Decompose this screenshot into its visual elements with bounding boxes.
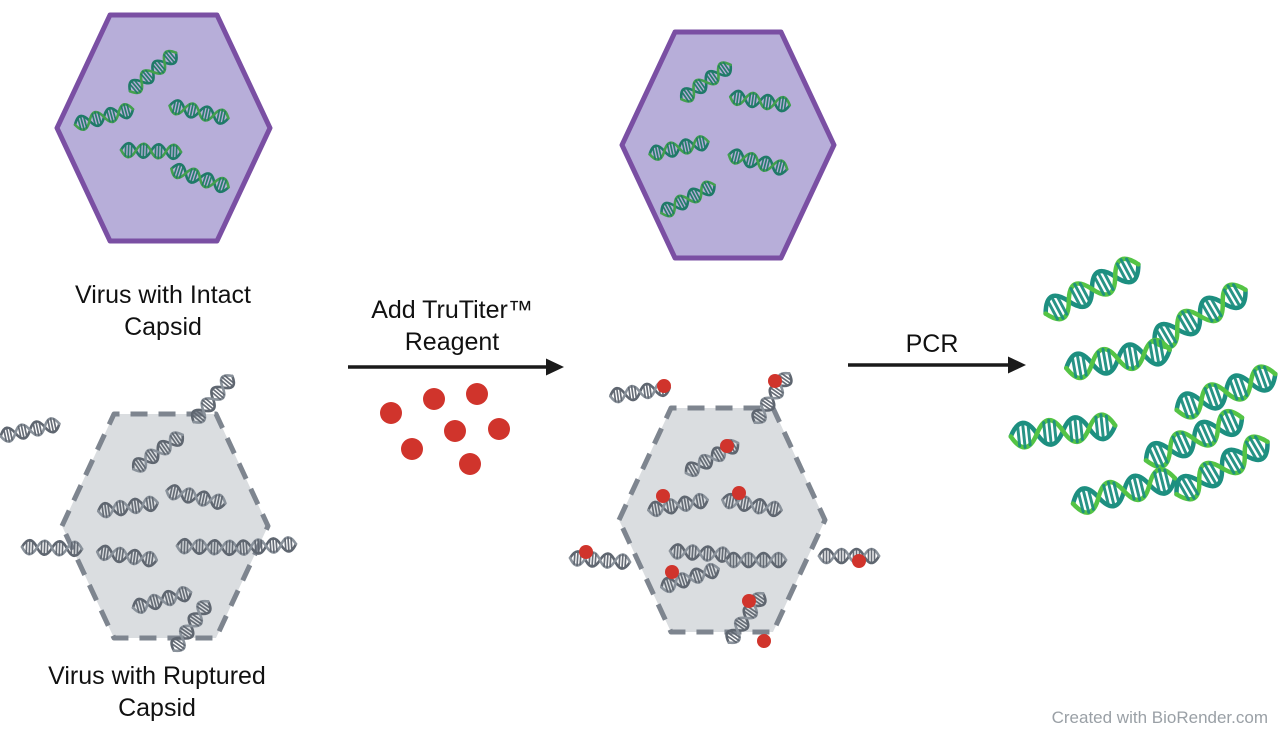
dna-helix-icon — [817, 547, 881, 565]
reagent-dot-icon — [444, 420, 466, 442]
reagent-dot-icon — [380, 402, 402, 424]
biorender-watermark: Created with BioRender.com — [1051, 708, 1268, 727]
intact-virus-group — [54, 12, 273, 244]
bound-reagent-dot-icon — [720, 439, 734, 453]
intact-virus-after-reagent-group — [619, 29, 837, 261]
reagent-dot-icon — [466, 383, 488, 405]
reagent-step-group — [348, 358, 564, 475]
reagent-dot-icon — [459, 453, 481, 475]
dna-helix-icon — [1040, 254, 1144, 325]
dna-helix-icon — [1010, 413, 1117, 448]
reagent-dot-icon — [423, 388, 445, 410]
intact-virus-label: Virus with Intact Capsid — [74, 281, 251, 341]
bound-reagent-dot-icon — [742, 594, 756, 608]
bound-reagent-dot-icon — [579, 545, 593, 559]
bound-reagent-dot-icon — [665, 565, 679, 579]
bound-reagent-dot-icon — [732, 486, 746, 500]
intact-capsid-hexagon — [54, 12, 273, 244]
ruptured-virus-after-reagent-group — [568, 368, 881, 648]
dna-helix-icon — [0, 415, 63, 445]
reagent-step-label: Add TruTiter™ Reagent — [371, 296, 533, 356]
pcr-step-label: PCR — [905, 330, 959, 358]
bound-reagent-dot-icon — [768, 374, 782, 388]
pcr-arrowhead-icon — [1008, 356, 1026, 374]
bound-reagent-dot-icon — [657, 379, 671, 393]
ruptured-virus-group — [0, 370, 298, 656]
bound-reagent-dot-icon — [656, 489, 670, 503]
pcr-product-group — [1010, 254, 1280, 516]
ruptured-virus-label: Virus with Ruptured Capsid — [48, 662, 266, 722]
reagent-arrowhead-icon — [546, 358, 564, 376]
ruptured-capsid-hexagon — [59, 411, 271, 641]
intact-capsid-hexagon — [619, 29, 837, 261]
dna-helix-icon — [1070, 466, 1178, 515]
dna-helix-icon — [568, 549, 632, 571]
dna-helix-icon — [1064, 338, 1172, 380]
bound-reagent-dot-icon — [852, 554, 866, 568]
bound-reagent-dot-icon — [757, 634, 771, 648]
reagent-dot-icon — [401, 438, 423, 460]
reagent-dot-icon — [488, 418, 510, 440]
pcr-step-group — [848, 356, 1026, 374]
